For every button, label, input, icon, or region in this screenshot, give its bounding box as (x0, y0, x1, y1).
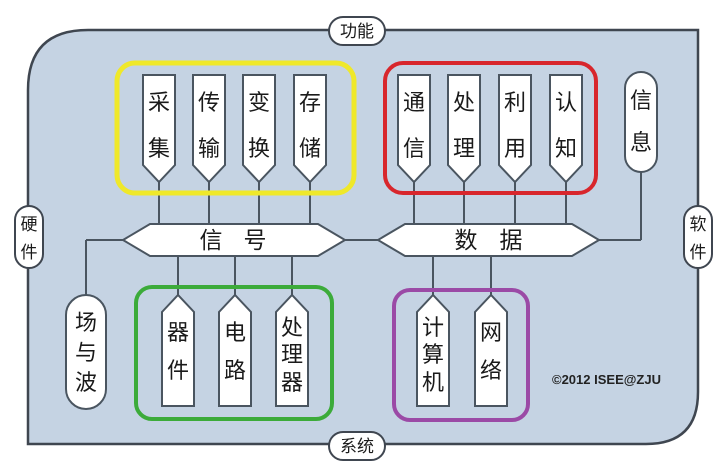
data-node-communicate-char1: 通 (403, 91, 425, 116)
signal-node-collect-char1: 采 (148, 91, 170, 116)
field-node-char3: 波 (75, 371, 97, 396)
network-node-computer-char3: 机 (422, 371, 444, 396)
data-bus (376, 223, 601, 257)
signal-bus-char1: 信 (200, 228, 225, 254)
data-node-cognize-char1: 认 (555, 91, 577, 116)
info-node-char1: 信 (630, 89, 652, 114)
field-node-char2: 与 (75, 341, 97, 366)
edge-label-left-pill (14, 205, 44, 269)
network-node-computer-char1: 计 (422, 316, 444, 341)
data-group-frame (383, 61, 598, 195)
edge-label-left-char1: 硬 (21, 215, 38, 235)
network-node-network-char2: 络 (480, 359, 502, 384)
signal-node-transform-char2: 换 (248, 137, 270, 162)
network-node-computer (416, 293, 450, 407)
signal-node-collect (142, 74, 176, 184)
edge-label-bottom: 系统 (340, 437, 374, 457)
signal-group (142, 74, 327, 184)
network-node-network (474, 293, 508, 407)
data-node-communicate-char2: 信 (403, 137, 425, 162)
edge-label-top: 功能 (340, 22, 374, 42)
signal-node-transmit-char1: 传 (198, 91, 220, 116)
field-node-char1: 场 (75, 311, 97, 336)
data-node-utilize (498, 74, 532, 184)
signal-node-store-char1: 存 (299, 91, 321, 116)
edge-label-right-char1: 软 (690, 215, 707, 235)
data-bus-char1: 数 (455, 228, 480, 254)
circuit-node-device-char1: 器 (167, 321, 189, 346)
signal-node-store-char2: 储 (299, 137, 321, 162)
data-bus-char2: 据 (500, 228, 525, 254)
circuit-node-processor-char3: 器 (281, 371, 303, 396)
circuit-node-circuit-char1: 电 (224, 321, 246, 346)
circuit-node-circuit (218, 293, 252, 407)
info-node (624, 71, 658, 173)
data-node-cognize-char2: 知 (555, 137, 577, 162)
data-node-utilize-char2: 用 (504, 137, 526, 162)
circuit-node-circuit-char2: 路 (224, 359, 246, 384)
network-node-network-char1: 网 (480, 321, 502, 346)
circuit-group (161, 293, 309, 407)
edge-label-right-pill (683, 205, 713, 269)
signal-node-collect-char2: 集 (148, 137, 170, 162)
data-node-process-char2: 理 (453, 137, 475, 162)
circuit-group-frame (134, 285, 334, 421)
edge-label-left-char2: 件 (21, 243, 38, 263)
signal-node-transform-char1: 变 (248, 91, 270, 116)
signal-node-transform (242, 74, 276, 184)
data-node-cognize (549, 74, 583, 184)
signal-bus-char2: 号 (244, 228, 269, 254)
network-group (416, 293, 508, 407)
info-node-char2: 息 (630, 131, 652, 156)
signal-node-transmit-char2: 输 (198, 137, 220, 162)
data-node-process (447, 74, 481, 184)
copyright-text: ©2012 ISEE@ZJU (552, 372, 661, 387)
data-node-process-char1: 处 (453, 91, 475, 116)
signal-bus (121, 223, 347, 257)
data-node-utilize-char1: 利 (504, 91, 526, 116)
data-group (397, 74, 583, 184)
circuit-node-processor (275, 293, 309, 407)
circuit-node-device (161, 293, 195, 407)
circuit-node-device-char2: 件 (167, 359, 189, 384)
network-group-frame (392, 288, 530, 422)
circuit-node-processor-char2: 理 (281, 343, 303, 368)
edge-label-top-pill (328, 16, 386, 46)
signal-node-store (293, 74, 327, 184)
signal-node-transmit (192, 74, 226, 184)
edge-label-bottom-pill (328, 431, 386, 461)
circuit-node-processor-char1: 处 (281, 316, 303, 341)
signal-group-frame (114, 60, 357, 196)
edge-label-right-char2: 件 (690, 243, 707, 263)
data-node-communicate (397, 74, 431, 184)
network-node-computer-char2: 算 (422, 343, 444, 368)
field-node (65, 294, 107, 410)
